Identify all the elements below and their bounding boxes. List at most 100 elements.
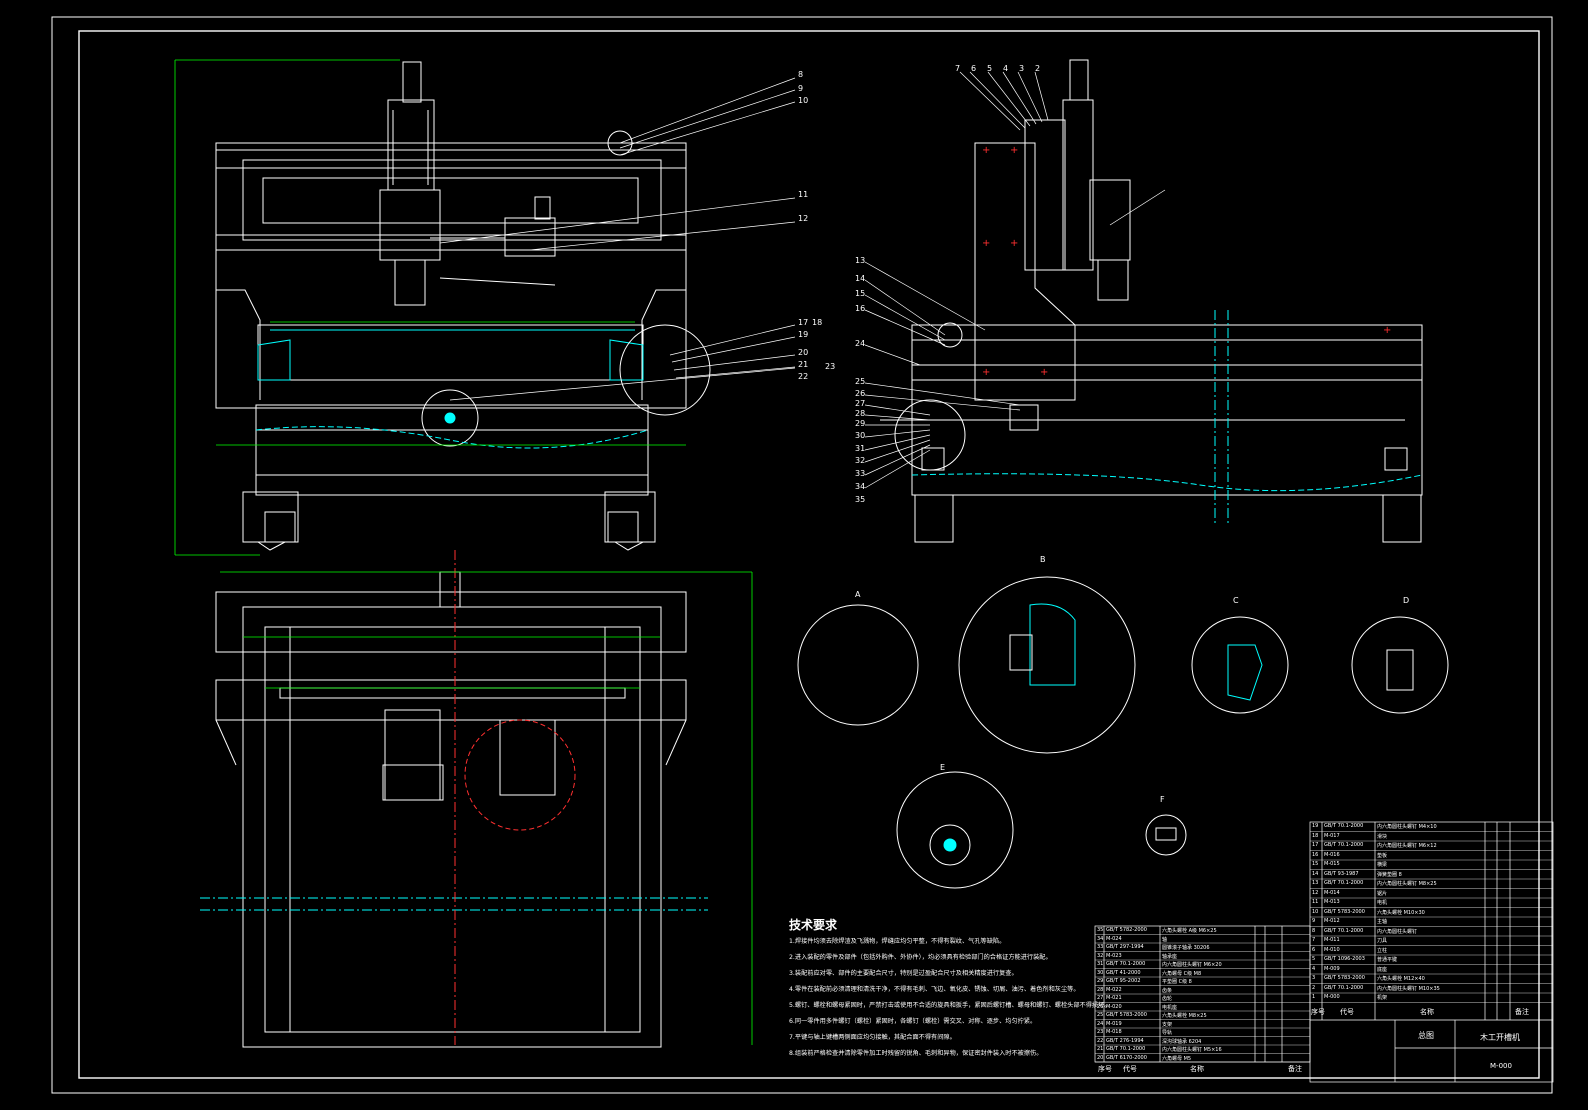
table-cell-no: 30	[1097, 969, 1104, 976]
balloon-number: 12	[798, 214, 809, 223]
table-cell-code: GB/T 70.1-2000	[1324, 984, 1364, 991]
tech-requirement-item: 6.同一零件用多件螺钉（螺栓）紧固时，各螺钉（螺栓）需交叉、对称、逐步、均匀拧紧…	[789, 1018, 1037, 1025]
table-cell-name: 主轴	[1377, 919, 1388, 925]
table-cell-code: M-014	[1324, 889, 1340, 896]
col-name-right: 名称	[1420, 1008, 1434, 1016]
balloon-number: 10	[798, 96, 809, 105]
table-cell-code: GB/T 276-1994	[1106, 1037, 1144, 1044]
balloon-number: 17	[798, 318, 809, 327]
table-cell-name: 电机座	[1162, 1004, 1178, 1011]
table-cell-no: 28	[1097, 986, 1104, 993]
table-cell-code: M-024	[1106, 935, 1122, 942]
col-note-left: 备注	[1288, 1065, 1302, 1073]
balloon-number: 16	[855, 304, 866, 313]
tech-requirements-title: 技术要求	[789, 918, 838, 932]
balloon-number: 26	[855, 389, 866, 398]
front-leaders	[439, 77, 796, 401]
svg-text:+: +	[1010, 238, 1018, 249]
table-cell-name: 轴承座	[1162, 953, 1178, 960]
table-cell-name: 内六角圆柱头螺钉 M10×35	[1377, 985, 1440, 992]
tech-requirement-item: 1.焊接件均须去除焊渣及飞溅物，焊缝应均匀平整，不得有裂纹、气孔等缺陷。	[789, 938, 1006, 945]
table-cell-code: GB/T 6170-2000	[1106, 1054, 1147, 1061]
table-cell-code: GB/T 297-1994	[1106, 944, 1144, 950]
table-cell-no: 19	[1312, 823, 1319, 829]
table-cell-name: 内六角圆柱头螺钉 M6×12	[1377, 843, 1437, 849]
table-cell-name: 圆锥滚子轴承 30206	[1162, 945, 1210, 951]
table-cell-no: 20	[1097, 1054, 1104, 1061]
table-cell-code: M-023	[1106, 952, 1122, 959]
table-cell-name: 内六角圆柱头螺钉 M4×10	[1377, 824, 1437, 830]
table-cell-code: GB/T 95-2002	[1106, 978, 1141, 984]
table-cell-code: M-016	[1324, 851, 1340, 858]
balloon-number: 21	[798, 360, 809, 369]
table-cell-code: M-017	[1324, 832, 1340, 839]
inner-border	[78, 30, 1540, 1079]
table-cell-code: M-000	[1324, 994, 1340, 1000]
table-cell-no: 18	[1312, 832, 1319, 839]
tech-requirement-item: 4.零件在装配前必须清理和清洗干净，不得有毛刺、飞边、氧化皮、锈蚀、切屑、油污、…	[789, 986, 1080, 993]
table-cell-name: 平垫圈 C级 8	[1162, 979, 1192, 985]
table-cell-name: 导轨	[1162, 1030, 1173, 1036]
table-cell-no: 31	[1097, 961, 1104, 967]
balloon-number: 7	[955, 64, 961, 73]
balloon-number: 22	[798, 372, 809, 381]
table-cell-code: GB/T 5783-2000	[1324, 908, 1365, 915]
top-view	[200, 550, 708, 1048]
table-cell-code: GB/T 70.1-2000	[1324, 880, 1364, 886]
table-cell-no: 33	[1097, 944, 1104, 950]
table-cell-no: 13	[1312, 880, 1319, 886]
table-cell-name: 六角头螺栓 A级 M6×25	[1162, 928, 1217, 934]
balloon-number: 23	[825, 362, 836, 371]
table-cell-code: M-010	[1324, 946, 1340, 953]
table-cell-code: GB/T 1096-2003	[1324, 956, 1365, 962]
table-cell-name: 深沟球轴承 6204	[1162, 1038, 1202, 1045]
balloon-number: 24	[855, 339, 866, 348]
table-cell-code: M-019	[1106, 1020, 1122, 1027]
svg-text:+: +	[982, 145, 990, 156]
balloon-number: 5	[987, 64, 993, 73]
table-cell-name: 滑块	[1377, 833, 1388, 840]
table-cell-name: 六角头螺栓 M10×30	[1377, 909, 1425, 916]
side-leaders	[864, 71, 1166, 489]
table-cell-name: 内六角圆柱头螺钉 M6×20	[1162, 962, 1222, 968]
table-cell-no: 24	[1097, 1020, 1104, 1027]
table-cell-code: GB/T 5783-2000	[1324, 975, 1365, 981]
table-cell-code: GB/T 70.1-2000	[1324, 842, 1364, 848]
table-cell-no: 12	[1312, 889, 1319, 896]
table-cell-name: 内六角圆柱头螺钉	[1377, 928, 1418, 935]
table-cell-name: 支架	[1162, 1021, 1173, 1028]
table-cell-no: 16	[1312, 851, 1319, 858]
table-cell-no: 22	[1097, 1037, 1104, 1044]
table-cell-no: 14	[1312, 870, 1319, 877]
table-cell-name: 机架	[1377, 995, 1388, 1001]
table-cell-code: GB/T 41-2000	[1106, 969, 1141, 976]
balloon-number: 35	[855, 495, 866, 504]
table-cell-no: 32	[1097, 952, 1104, 959]
table-cell-code: M-020	[1106, 1003, 1122, 1010]
table-cell-no: 10	[1312, 908, 1319, 915]
balloon-number: E	[940, 763, 946, 772]
table-cell-code: GB/T 5783-2000	[1106, 1012, 1147, 1018]
col-seq-right: 序号	[1311, 1008, 1325, 1016]
balloon-number: 4	[1003, 64, 1009, 73]
table-cell-no: 11	[1312, 899, 1319, 905]
table-cell-code: GB/T 93-1987	[1324, 870, 1359, 877]
tech-requirement-item: 5.螺钉、螺栓和螺母紧固时，严禁打击或使用不合适的旋具和扳手，紧固后螺钉槽、螺母…	[789, 1002, 1111, 1009]
balloon-number: 20	[798, 348, 809, 357]
front-dims	[174, 59, 686, 556]
front-view	[215, 61, 711, 551]
balloon-number: C	[1233, 596, 1239, 605]
table-cell-name: 普通平键	[1377, 957, 1398, 963]
balloon-number: 30	[855, 431, 866, 440]
table-cell-code: GB/T 70.1-2000	[1324, 927, 1364, 934]
table-cell-code: GB/T 70.1-2000	[1324, 823, 1364, 829]
table-cell-code: M-015	[1324, 861, 1340, 867]
balloon-number: 29	[855, 419, 866, 428]
table-cell-no: 9	[1312, 918, 1316, 924]
table-cell-no: 4	[1312, 965, 1316, 972]
balloon-number: 33	[855, 469, 866, 478]
table-cell-no: 25	[1097, 1012, 1104, 1018]
table-cell-no: 35	[1097, 927, 1104, 933]
table-cell-code: M-022	[1106, 986, 1122, 993]
